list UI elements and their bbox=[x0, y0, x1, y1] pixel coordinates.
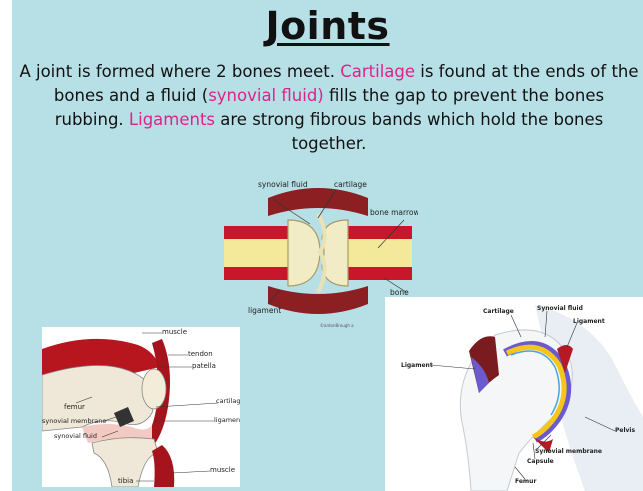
label-femur: femur bbox=[64, 403, 85, 412]
label-tendon: tendon bbox=[188, 350, 213, 359]
hip-diagram-svg bbox=[385, 297, 643, 491]
text-part: A joint is formed where 2 bones meet. bbox=[19, 62, 340, 81]
highlight-ligaments: Ligaments bbox=[129, 110, 215, 129]
label-hip-synovial-membrane: Synovial membrane bbox=[535, 447, 602, 456]
slide-body-text: A joint is formed where 2 bones meet. Ca… bbox=[18, 60, 640, 156]
slide: Joints A joint is formed where 2 bones m… bbox=[12, 0, 643, 491]
label-bone-marrow: bone marrow bbox=[370, 208, 418, 217]
label-muscle-bottom: muscle bbox=[210, 466, 235, 475]
label-hip-cartilage: Cartilage bbox=[483, 307, 514, 316]
label-tibia: tibia bbox=[118, 477, 133, 486]
label-synovial-fluid: synovial fluid bbox=[258, 180, 308, 189]
label-patella: patella bbox=[192, 362, 216, 371]
label-hip-synovial-fluid: Synovial fluid bbox=[537, 304, 583, 313]
label-cartilage: cartilage bbox=[334, 180, 367, 189]
label-hip-ligament-right: Ligament bbox=[573, 317, 605, 326]
copyright-text: ©antonBrough a bbox=[320, 323, 354, 328]
highlight-cartilage: Cartilage bbox=[340, 62, 415, 81]
slide-title: Joints bbox=[12, 4, 643, 48]
knee-diagram: muscle tendon patella femur cartilage sy… bbox=[42, 327, 240, 487]
text-part: are strong fibrous bands which hold the … bbox=[215, 110, 603, 153]
hip-diagram: Cartilage Synovial fluid Ligament Ligame… bbox=[385, 297, 643, 491]
label-ligament: ligament bbox=[248, 306, 281, 315]
label-knee-ligament: ligament bbox=[214, 416, 240, 425]
label-pelvis: Pelvis bbox=[615, 426, 635, 435]
label-hip-femur: Femur bbox=[515, 477, 536, 486]
highlight-synovial-fluid: synovial fluid) bbox=[208, 86, 324, 105]
label-knee-synovial-fluid: synovial fluid bbox=[54, 432, 97, 441]
label-bone: bone bbox=[390, 288, 409, 297]
label-hip-ligament-left: Ligament bbox=[401, 361, 433, 370]
label-synovial-membrane: synovial membrane bbox=[42, 417, 106, 426]
label-knee-cartilage: cartilage bbox=[216, 397, 240, 406]
label-capsule: Capsule bbox=[527, 457, 554, 466]
label-muscle-top: muscle bbox=[162, 328, 187, 337]
